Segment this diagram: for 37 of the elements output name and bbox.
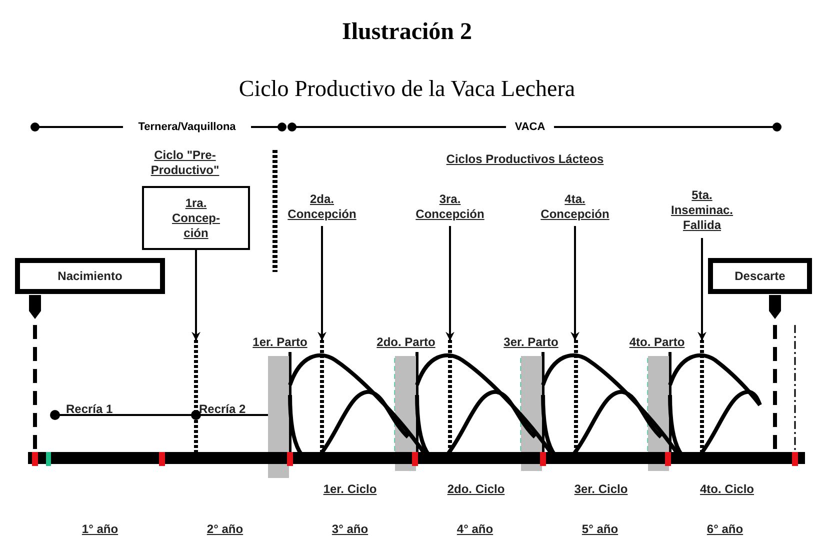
rearing-label: Recría 2 xyxy=(199,401,247,418)
cycle-label: 4to. Ciclo xyxy=(698,482,755,497)
cycle-label: 3er. Ciclo xyxy=(573,482,629,497)
calving-label: 1er. Parto xyxy=(252,335,308,350)
arrow xyxy=(318,226,326,341)
box-label: Nacimiento xyxy=(58,268,122,285)
calving-label: 4to. Parto xyxy=(628,335,686,350)
year-label: 4° año xyxy=(456,522,494,537)
figure-title: Ilustración 2 xyxy=(340,18,473,47)
year-label: 6° año xyxy=(706,522,744,537)
arrow xyxy=(192,250,200,341)
event-label: 4ta. Concepción xyxy=(533,192,617,222)
event-label: 3ra. Concepción xyxy=(408,192,492,222)
dotted-line xyxy=(194,340,198,455)
year-label: 1° año xyxy=(80,522,120,537)
calving-label: 3er. Parto xyxy=(502,335,560,350)
event-box xyxy=(15,258,165,294)
year-label: 5° año xyxy=(580,522,620,537)
arrow xyxy=(698,238,706,341)
year-label: 2° año xyxy=(206,522,244,537)
calving-label: 2do. Parto xyxy=(376,335,436,350)
event-box xyxy=(142,186,250,250)
arrow xyxy=(446,226,454,341)
box-label: Descarte xyxy=(734,268,786,285)
year-label: 3° año xyxy=(330,522,370,537)
arrow xyxy=(570,226,580,341)
box-label: 1ra. Concep- ción xyxy=(171,196,221,240)
event-label: 5ta. Inseminac. Fallida xyxy=(662,188,742,233)
event-label: 2da. Concepción xyxy=(280,192,364,222)
subtitle: Ciclo Productivo de la Vaca Lechera xyxy=(238,75,576,103)
cycle-label: 2do. Ciclo xyxy=(446,482,506,497)
rearing-label: Recría 1 xyxy=(66,401,114,418)
cycle-label: 1er. Ciclo xyxy=(322,482,378,497)
phase-label: Ciclos Productivos Lácteos xyxy=(445,152,605,167)
stage-label: Ternera/Vaquillona xyxy=(123,119,251,136)
phase-label: Ciclo "Pre- Productivo" xyxy=(150,148,220,178)
event-box xyxy=(708,258,812,294)
